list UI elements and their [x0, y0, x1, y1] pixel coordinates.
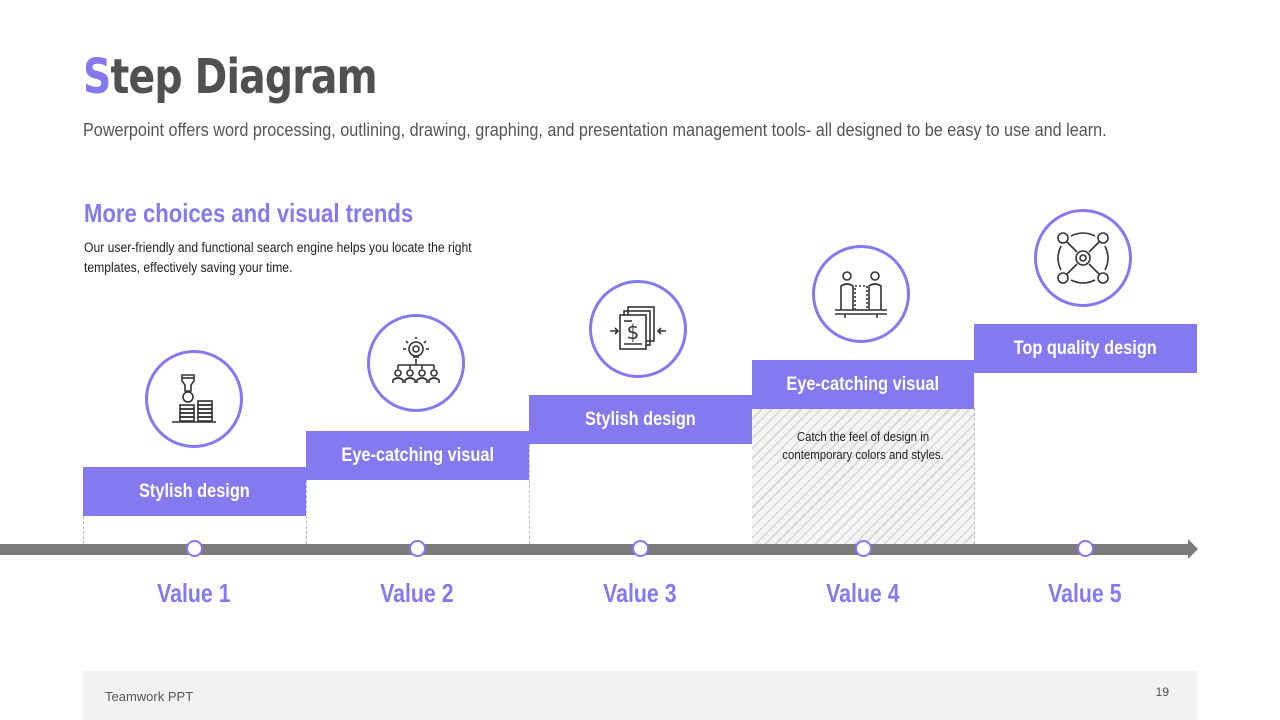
step-5-icon-circle — [1034, 209, 1132, 307]
footer-brand: Teamwork PPT — [105, 689, 194, 704]
step-3-icon-circle: $ — [589, 280, 687, 378]
dollar-document-icon: $ — [610, 306, 666, 350]
step-5-bar: Top quality design — [974, 324, 1197, 373]
value-label-4: Value 4 — [826, 578, 900, 608]
section-description: Our user-friendly and functional search … — [84, 240, 472, 275]
value-label-1: Value 1 — [157, 578, 231, 608]
value-label-3: Value 3 — [603, 578, 677, 608]
value-label-2: Value 2 — [380, 578, 454, 608]
section-heading: More choices and visual trends — [84, 198, 414, 228]
timeline-arrow-icon — [1188, 539, 1198, 559]
step-guide-line — [83, 516, 84, 544]
page-number: 19 — [1155, 685, 1169, 699]
step-1-icon-circle — [145, 350, 243, 448]
title-rest: tep Diagram — [110, 49, 378, 105]
value-label-5: Value 5 — [1048, 578, 1122, 608]
svg-text:$: $ — [627, 320, 640, 344]
step-2-icon-circle — [367, 314, 465, 412]
step-2-bar: Eye-catching visual — [306, 431, 529, 480]
timeline-marker-2 — [409, 540, 426, 557]
footer: Teamwork PPT 19 — [83, 671, 1197, 720]
title-accent-letter: S — [83, 49, 111, 105]
step-guide-line — [974, 408, 975, 544]
timeline-marker-3 — [632, 540, 649, 557]
meeting-icon — [835, 271, 887, 318]
idea-team-icon — [392, 337, 440, 383]
page-subtitle: Powerpoint offers word processing, outli… — [83, 120, 1107, 140]
team-network-icon — [1057, 232, 1109, 284]
timeline-axis — [0, 544, 1190, 555]
timeline-marker-1 — [186, 540, 203, 557]
coins-hand-icon — [172, 374, 216, 423]
step-4-note: Catch the feel of design in contemporary… — [782, 429, 944, 462]
step-4-bar: Eye-catching visual — [752, 360, 974, 409]
timeline-marker-4 — [855, 540, 872, 557]
step-4-icon-circle — [812, 245, 910, 343]
page-title: Step Diagram — [83, 48, 378, 106]
step-3-bar: Stylish design — [529, 395, 752, 444]
step-guide-line — [529, 444, 530, 544]
timeline-marker-5 — [1077, 540, 1094, 557]
step-1-bar: Stylish design — [83, 467, 306, 516]
step-4-hatched-panel — [752, 408, 974, 544]
step-guide-line — [306, 480, 307, 544]
